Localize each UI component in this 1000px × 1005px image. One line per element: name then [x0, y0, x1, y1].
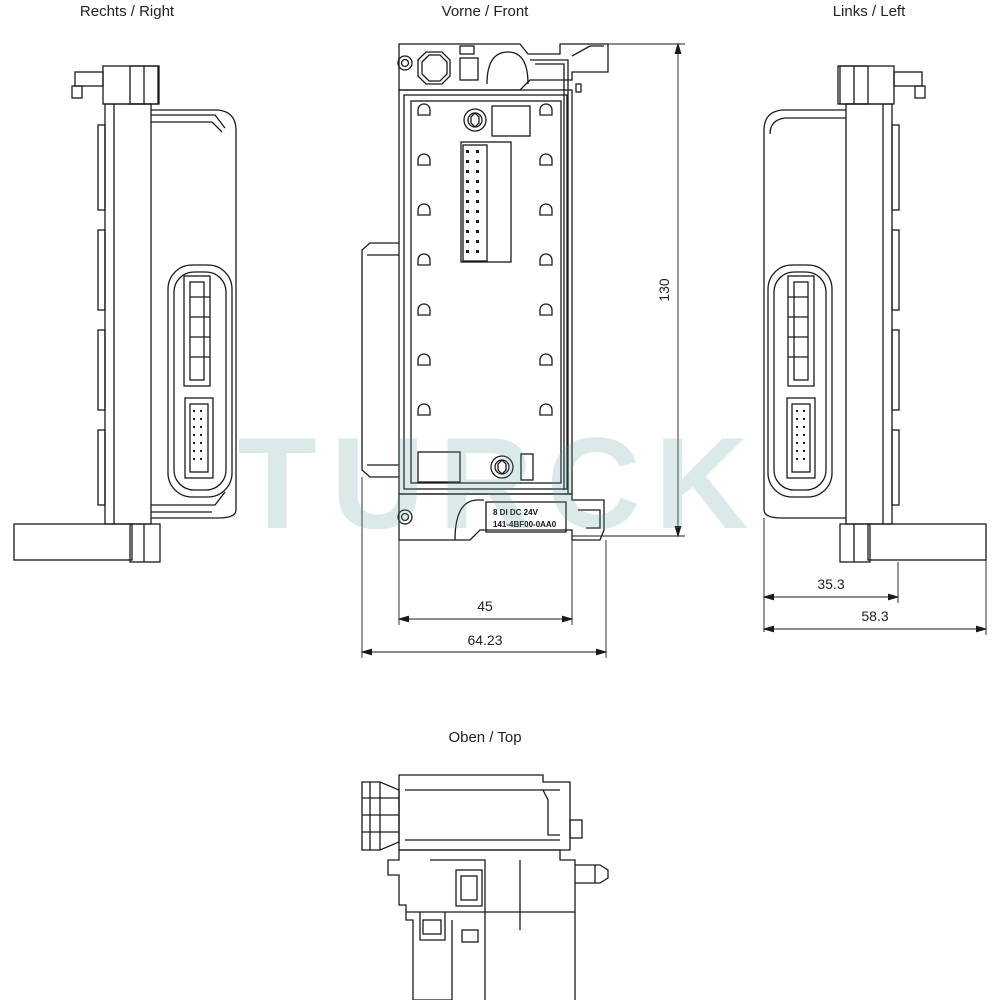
title-right-view: Rechts / Right [80, 3, 175, 20]
dimension-inner-width [397, 540, 574, 625]
module-label-line1: 8 DI DC 24V [493, 508, 539, 517]
dimension-depth-short-value: 35.3 [817, 576, 844, 592]
dimension-depth-short [762, 518, 900, 632]
module-label-line2: 141-4BF00-0AA0 [493, 520, 557, 529]
dimension-inner-width-value: 45 [477, 598, 493, 614]
dimension-height-value: 130 [656, 278, 672, 302]
title-top-view: Oben / Top [448, 729, 521, 746]
title-left-view: Links / Left [833, 3, 906, 20]
dimension-depth-total-value: 58.3 [861, 608, 888, 624]
title-front-view: Vorne / Front [442, 3, 530, 20]
dimension-total-width-value: 64.23 [467, 632, 502, 648]
watermark-logo: TURCK [238, 410, 763, 556]
right-view [13, 65, 237, 563]
front-view: 8 DI DC 24V 141-4BF00-0AA0 [361, 43, 609, 541]
dimension-total-width [360, 477, 608, 658]
left-view [763, 65, 987, 563]
dimension-depth-total [762, 560, 988, 635]
top-view [361, 774, 609, 1001]
dimension-height [572, 42, 685, 538]
